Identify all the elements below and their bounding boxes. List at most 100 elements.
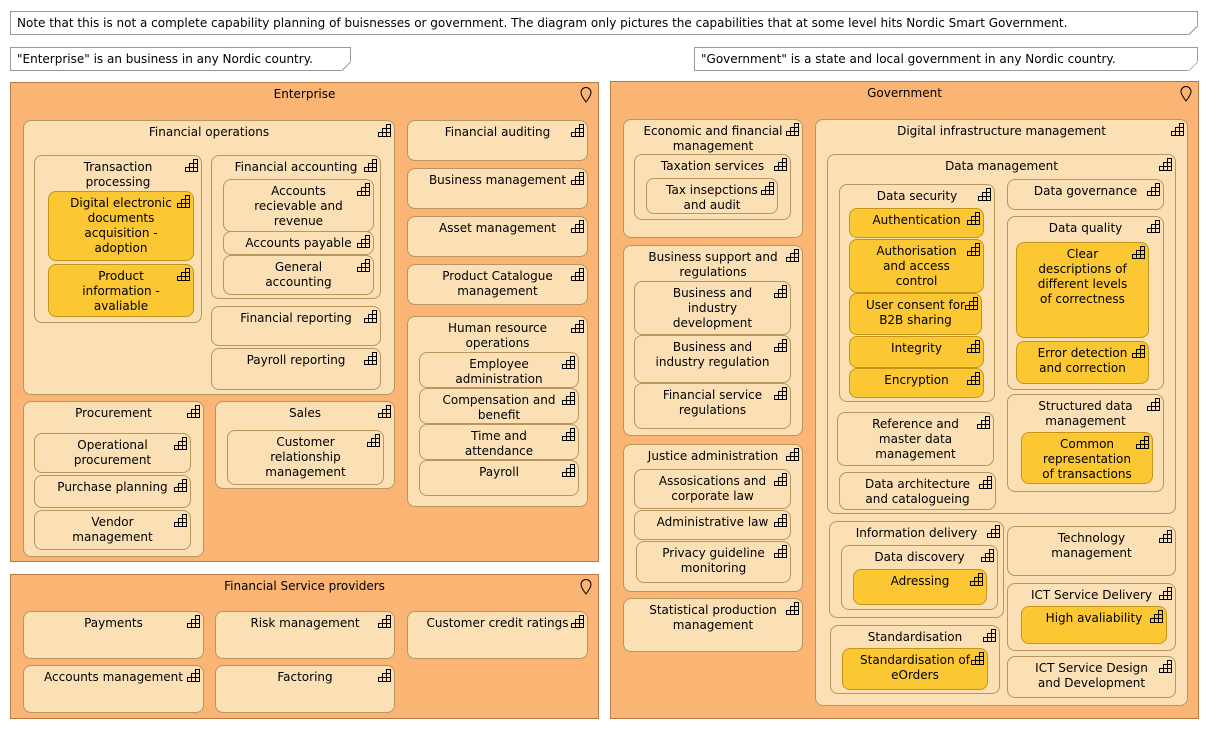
capability-statistical-production-management[interactable]: Statistical production management bbox=[623, 598, 803, 652]
capability-label: Data security bbox=[876, 189, 958, 203]
capability-icon bbox=[978, 188, 991, 201]
capability-privacy-guideline-monitoring[interactable]: Privacy guideline monitoring bbox=[636, 541, 791, 583]
capability-icon bbox=[187, 669, 200, 682]
capability-icon bbox=[1132, 345, 1145, 358]
capability-product-catalogue-management[interactable]: Product Catalogue management bbox=[407, 264, 588, 305]
capability-label: Financial accounting bbox=[234, 160, 358, 174]
capability-product-information[interactable]: Product information - avaliable bbox=[48, 264, 194, 317]
capability-purchase-planning[interactable]: Purchase planning bbox=[34, 475, 191, 508]
capability-customer-credit-ratings[interactable]: Customer credit ratings bbox=[407, 611, 588, 659]
capability-label: Employee administration bbox=[455, 357, 543, 386]
capability-associations-and-corporate-law[interactable]: Assosications and corporate law bbox=[634, 469, 791, 509]
capability-business-and-industry-regulation[interactable]: Business and industry regulation bbox=[634, 335, 791, 383]
capability-label: Factoring bbox=[277, 670, 333, 684]
capability-icon bbox=[967, 372, 980, 385]
capability-adressing[interactable]: Adressing bbox=[853, 569, 987, 605]
capability-error-detection-and-correction[interactable]: Error detection and correction bbox=[1016, 341, 1149, 384]
capability-label: Data management bbox=[945, 159, 1058, 173]
capability-label: Authentication bbox=[872, 213, 961, 227]
capability-administrative-law[interactable]: Administrative law bbox=[634, 510, 791, 540]
capability-ict-service-design-and-development[interactable]: ICT Service Design and Development bbox=[1007, 656, 1176, 698]
capability-payments[interactable]: Payments bbox=[23, 611, 204, 659]
capability-icon bbox=[774, 158, 787, 171]
capability-authorisation-and-access-control[interactable]: Authorisation and access control bbox=[849, 239, 984, 293]
capability-label: Taxation services bbox=[660, 159, 765, 173]
capability-factoring[interactable]: Factoring bbox=[215, 665, 395, 713]
capability-icon bbox=[187, 615, 200, 628]
capability-tax-inspections-and-audit[interactable]: Tax insepctions and audit bbox=[646, 178, 778, 214]
capability-encryption[interactable]: Encryption bbox=[849, 368, 984, 398]
capability-risk-management[interactable]: Risk management bbox=[215, 611, 395, 659]
capability-label: Business management bbox=[428, 173, 567, 187]
capability-digital-electronic-documents[interactable]: Digital electronic documents acquisition… bbox=[48, 191, 194, 261]
capability-common-representation-of-transactions[interactable]: Common representation of transactions bbox=[1021, 432, 1153, 484]
capability-icon bbox=[774, 545, 787, 558]
capability-operational-procurement[interactable]: Operational procurement bbox=[34, 433, 191, 473]
capability-business-management[interactable]: Business management bbox=[407, 168, 588, 209]
capability-label: Financial service regulations bbox=[662, 388, 763, 417]
location-pin-icon bbox=[1180, 86, 1192, 102]
capability-icon bbox=[977, 416, 990, 429]
capability-technology-management[interactable]: Technology management bbox=[1007, 526, 1176, 576]
capability-vendor-management[interactable]: Vendor management bbox=[34, 510, 191, 550]
capability-label: Vendor management bbox=[72, 515, 153, 544]
capability-icon bbox=[1150, 610, 1163, 623]
capability-label: Financial reporting bbox=[240, 311, 352, 325]
capability-reference-and-master-data-management[interactable]: Reference and master data management bbox=[837, 412, 994, 466]
capability-payroll[interactable]: Payroll bbox=[419, 460, 579, 496]
capability-compensation-and-benefit[interactable]: Compensation and benefit bbox=[419, 388, 579, 424]
capability-icon bbox=[367, 434, 380, 447]
capability-label: Compensation and benefit bbox=[442, 393, 556, 422]
capability-label: Authorisation and access control bbox=[876, 244, 957, 288]
capability-payroll-reporting[interactable]: Payroll reporting bbox=[211, 348, 381, 390]
capability-icon bbox=[571, 220, 584, 233]
capability-customer-relationship-management[interactable]: Customer relationship management bbox=[227, 430, 384, 485]
capability-accounts-payable[interactable]: Accounts payable bbox=[223, 231, 374, 255]
capability-icon bbox=[774, 339, 787, 352]
capability-accounts-recievable[interactable]: Accounts recievable and revenue bbox=[223, 179, 374, 232]
capability-icon bbox=[786, 448, 799, 461]
capability-icon bbox=[971, 652, 984, 665]
enterprise-group[interactable]: Enterprise Financial operations Transact… bbox=[10, 82, 599, 562]
capability-label: Time and attendance bbox=[464, 429, 534, 458]
financial-service-providers-group[interactable]: Financial Service providers Payments Ris… bbox=[10, 574, 599, 719]
capability-icon bbox=[983, 629, 996, 642]
capability-standardisation-of-eorders[interactable]: Standardisation of eOrders bbox=[842, 648, 988, 690]
capability-label: Data architecture and catalogueing bbox=[864, 477, 971, 506]
capability-authentication[interactable]: Authentication bbox=[849, 208, 984, 238]
capability-label: Business support and regulations bbox=[648, 250, 778, 279]
enterprise-definition-note[interactable]: "Enterprise" is an business in any Nordi… bbox=[10, 47, 351, 71]
capability-icon bbox=[364, 159, 377, 172]
group-title: Enterprise bbox=[273, 87, 336, 101]
capability-data-governance[interactable]: Data governance bbox=[1007, 179, 1164, 210]
capability-icon bbox=[571, 124, 584, 137]
government-definition-note[interactable]: "Government" is a state and local govern… bbox=[694, 47, 1198, 71]
capability-icon bbox=[571, 172, 584, 185]
capability-label: Digital electronic documents acquisition… bbox=[70, 196, 172, 255]
capability-icon bbox=[786, 249, 799, 262]
government-group[interactable]: Government Economic and financial manage… bbox=[610, 81, 1199, 719]
capability-user-consent-for-b2b-sharing[interactable]: User consent for B2B sharing bbox=[849, 293, 982, 335]
capability-asset-management[interactable]: Asset management bbox=[407, 216, 588, 257]
scope-note[interactable]: Note that this is not a complete capabil… bbox=[10, 11, 1198, 35]
capability-employee-administration[interactable]: Employee administration bbox=[419, 352, 579, 388]
capability-general-accounting[interactable]: General accounting bbox=[223, 255, 374, 295]
capability-integrity[interactable]: Integrity bbox=[849, 336, 984, 368]
capability-financial-service-regulations[interactable]: Financial service regulations bbox=[634, 383, 791, 429]
capability-high-availability[interactable]: High avaliability bbox=[1021, 606, 1167, 644]
capability-label: Privacy guideline monitoring bbox=[662, 546, 765, 575]
capability-accounts-management[interactable]: Accounts management bbox=[23, 665, 204, 713]
capability-business-and-industry-development[interactable]: Business and industry development bbox=[634, 281, 791, 335]
capability-financial-reporting[interactable]: Financial reporting bbox=[211, 306, 381, 346]
capability-label: Data discovery bbox=[874, 550, 965, 564]
capability-icon bbox=[967, 243, 980, 256]
capability-financial-auditing[interactable]: Financial auditing bbox=[407, 120, 588, 161]
capability-label: Accounts management bbox=[44, 670, 183, 684]
capability-data-architecture-and-catalogueing[interactable]: Data architecture and catalogueing bbox=[839, 472, 996, 510]
capability-label: Transaction processing bbox=[83, 160, 153, 189]
capability-icon bbox=[378, 405, 391, 418]
capability-icon bbox=[378, 669, 391, 682]
capability-clear-descriptions-of-correctness[interactable]: Clear descriptions of different levels o… bbox=[1016, 242, 1149, 338]
capability-icon bbox=[174, 437, 187, 450]
capability-time-and-attendance[interactable]: Time and attendance bbox=[419, 424, 579, 460]
